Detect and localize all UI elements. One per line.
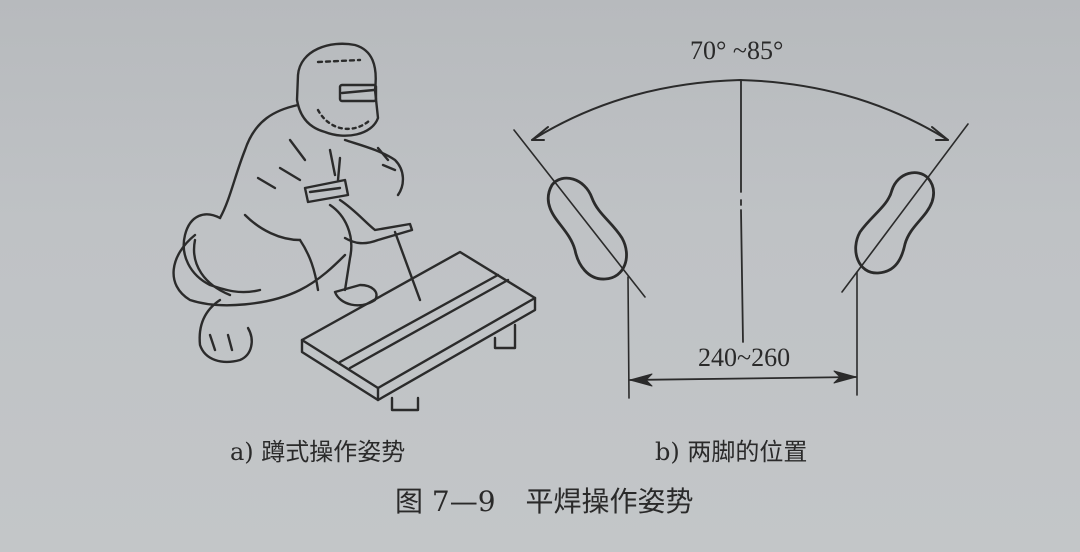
foot-position-diagram — [513, 79, 969, 399]
figure-caption: 图 7—9 平焊操作姿势 — [395, 488, 694, 516]
figure-number: 图 7—9 — [395, 485, 496, 518]
spacing-dimension-label: 240~260 — [698, 343, 791, 372]
panel-a-caption: a) 蹲式操作姿势 — [230, 438, 406, 466]
welder-illustration — [172, 42, 422, 364]
workpiece-illustration — [300, 250, 537, 412]
figure-title: 平焊操作姿势 — [525, 485, 694, 518]
angle-dimension-label: 70° ~85° — [690, 36, 784, 65]
panel-b-caption: b) 两脚的位置 — [655, 438, 808, 466]
